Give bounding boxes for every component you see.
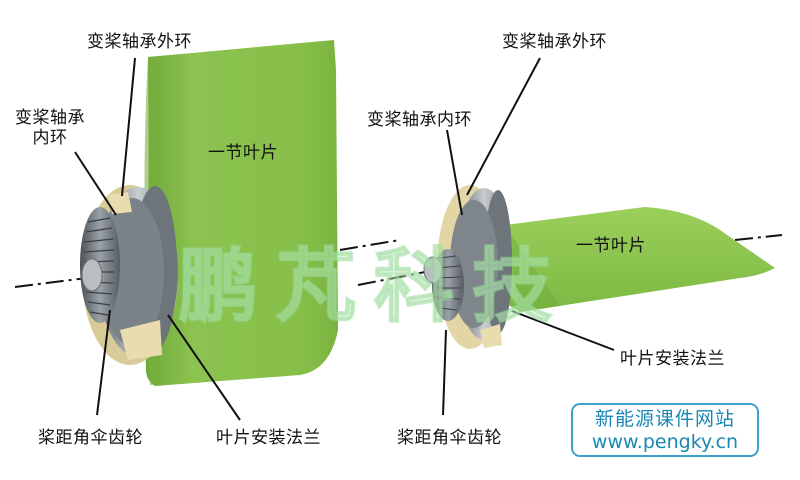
bearing-left <box>80 185 178 365</box>
label-inner-ring-left: 变桨轴承 内环 <box>14 108 86 148</box>
label-outer-ring-left: 变桨轴承外环 <box>87 32 192 52</box>
label-inner-ring-left-line2: 内环 <box>32 128 68 148</box>
stamp-title: 新能源课件网站 <box>594 408 735 430</box>
blade-right <box>500 207 775 312</box>
leader-lines <box>74 57 615 421</box>
label-flange-right: 叶片安装法兰 <box>620 349 725 369</box>
label-flange-left: 叶片安装法兰 <box>216 428 321 448</box>
label-blade-left: 一节叶片 <box>208 143 278 163</box>
label-bevel-gear-left: 桨距角伞齿轮 <box>38 428 143 448</box>
website-stamp: 新能源课件网站 www.pengky.cn <box>571 403 759 457</box>
bearing-right <box>423 185 512 349</box>
label-blade-right: 一节叶片 <box>576 236 646 256</box>
watermark: 鹏芃科技 <box>177 239 570 334</box>
blade-left <box>145 40 338 386</box>
label-bevel-gear-right: 桨距角伞齿轮 <box>397 428 502 448</box>
label-outer-ring-right: 变桨轴承外环 <box>502 32 607 52</box>
label-inner-ring-left-line1: 变桨轴承 <box>15 108 85 128</box>
stamp-url: www.pengky.cn <box>591 431 739 453</box>
label-inner-ring-right: 变桨轴承内环 <box>367 110 472 130</box>
